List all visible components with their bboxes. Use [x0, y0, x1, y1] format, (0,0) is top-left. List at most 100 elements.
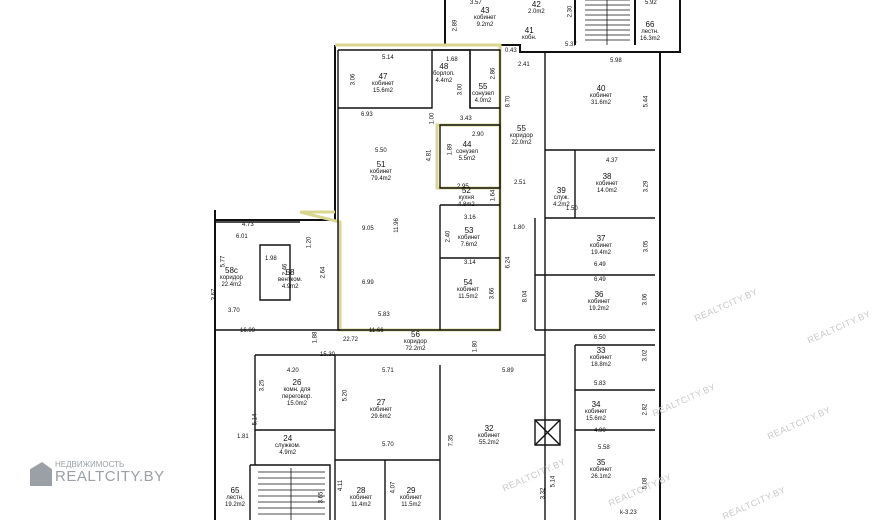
dimension-label: 5.50: [375, 148, 387, 154]
dimension-label: 11.66: [369, 328, 384, 334]
dimension-label: 3.29: [643, 180, 650, 193]
dimension-label: 5.20: [342, 389, 349, 402]
dimension-label: 6.99: [362, 280, 374, 286]
dimension-label: 4.90: [594, 428, 606, 434]
dimension-label: 3.67: [211, 288, 218, 301]
dimension-label: 5.77: [220, 255, 227, 268]
dimension-label: 2.46: [282, 263, 289, 276]
dimension-label: 5.37: [565, 42, 577, 48]
dimension-label: 2.90: [472, 132, 484, 138]
dimension-label: 3.06: [642, 293, 649, 306]
dimension-label: 3.05: [643, 240, 650, 253]
dimension-label: 3.25: [259, 379, 266, 392]
dimension-label: 15.30: [320, 352, 336, 358]
dimension-label: 3.70: [228, 308, 240, 314]
dimension-label: 7.35: [448, 434, 455, 447]
dimension-label: 3.43: [460, 116, 472, 122]
house-icon: [30, 462, 52, 486]
dimension-label: 2.82: [642, 403, 649, 416]
dimension-label: 5.98: [610, 58, 622, 64]
dimension-label: 3.06: [350, 73, 357, 86]
dimension-label: 5.14: [252, 413, 259, 426]
dimension-label: 2.30: [567, 5, 574, 18]
brand-name: REALTCITY.BY: [55, 468, 165, 485]
dimension-label: 1.88: [312, 331, 319, 344]
dimension-label: 1.68: [446, 57, 458, 63]
brand-tagline: НЕДВИЖИМОСТЬ: [55, 460, 125, 469]
dimension-label: 2.64: [320, 266, 327, 279]
dimension-label: 5.92: [645, 0, 657, 6]
dimension-label: 5.44: [643, 95, 650, 108]
dimension-label: 2.40: [445, 230, 452, 243]
dimension-label: 4.81: [426, 149, 433, 162]
dimension-label: 2.95: [457, 184, 469, 190]
dimension-label: 4.11: [338, 479, 345, 492]
dimension-label: 4.37: [606, 158, 618, 164]
dimension-label: 3.57: [470, 0, 482, 6]
dimension-label: 1.64: [490, 189, 497, 202]
dimension-label: 3.00: [457, 83, 464, 96]
dimension-label: 3.66: [489, 287, 496, 300]
dimension-label: 3.32: [540, 487, 547, 500]
dimension-label: 5.70: [382, 442, 394, 448]
dimension-label: 1.81: [237, 434, 249, 440]
dimension-label: 5.58: [598, 445, 610, 451]
dimension-label: 2.89: [452, 19, 459, 32]
dimension-label: 6.01: [236, 234, 248, 240]
dimension-label: 5.83: [378, 312, 390, 318]
dimension-label: 2.41: [518, 62, 530, 68]
dimension-label: 22.72: [343, 337, 359, 343]
dimension-label: 8.04: [522, 290, 529, 303]
dimension-label: 2.51: [514, 180, 526, 186]
dimension-label: 3.16: [464, 215, 476, 221]
dimension-label: 6.50: [594, 335, 606, 341]
dimension-label: 3.65: [318, 491, 325, 504]
dimension-label: 6.93: [361, 112, 373, 118]
dimension-label: 1.80: [513, 225, 525, 231]
dimension-label: 5.14: [550, 475, 557, 488]
dimension-label: 1.98: [265, 256, 277, 262]
dimension-label: 5.71: [382, 368, 394, 374]
dimension-label: 1.80: [472, 340, 479, 353]
dimension-label: 5.83: [594, 381, 606, 387]
dimension-label: 6.24: [505, 256, 512, 269]
dimension-label: 4.20: [287, 368, 299, 374]
dimension-label: 1.50: [566, 206, 578, 212]
dimension-label: 3.14: [464, 260, 476, 266]
dimension-label: 0.43: [505, 48, 517, 54]
dimension-label: 16.99: [240, 328, 256, 334]
dimension-label: 11.96: [393, 218, 400, 233]
dimension-label: 5.14: [382, 55, 394, 61]
dimension-label: 1.20: [306, 236, 313, 249]
dimension-label: 4.07: [390, 481, 397, 494]
dimension-label: 3.02: [642, 349, 649, 362]
dimension-label: 2.86: [490, 67, 497, 80]
